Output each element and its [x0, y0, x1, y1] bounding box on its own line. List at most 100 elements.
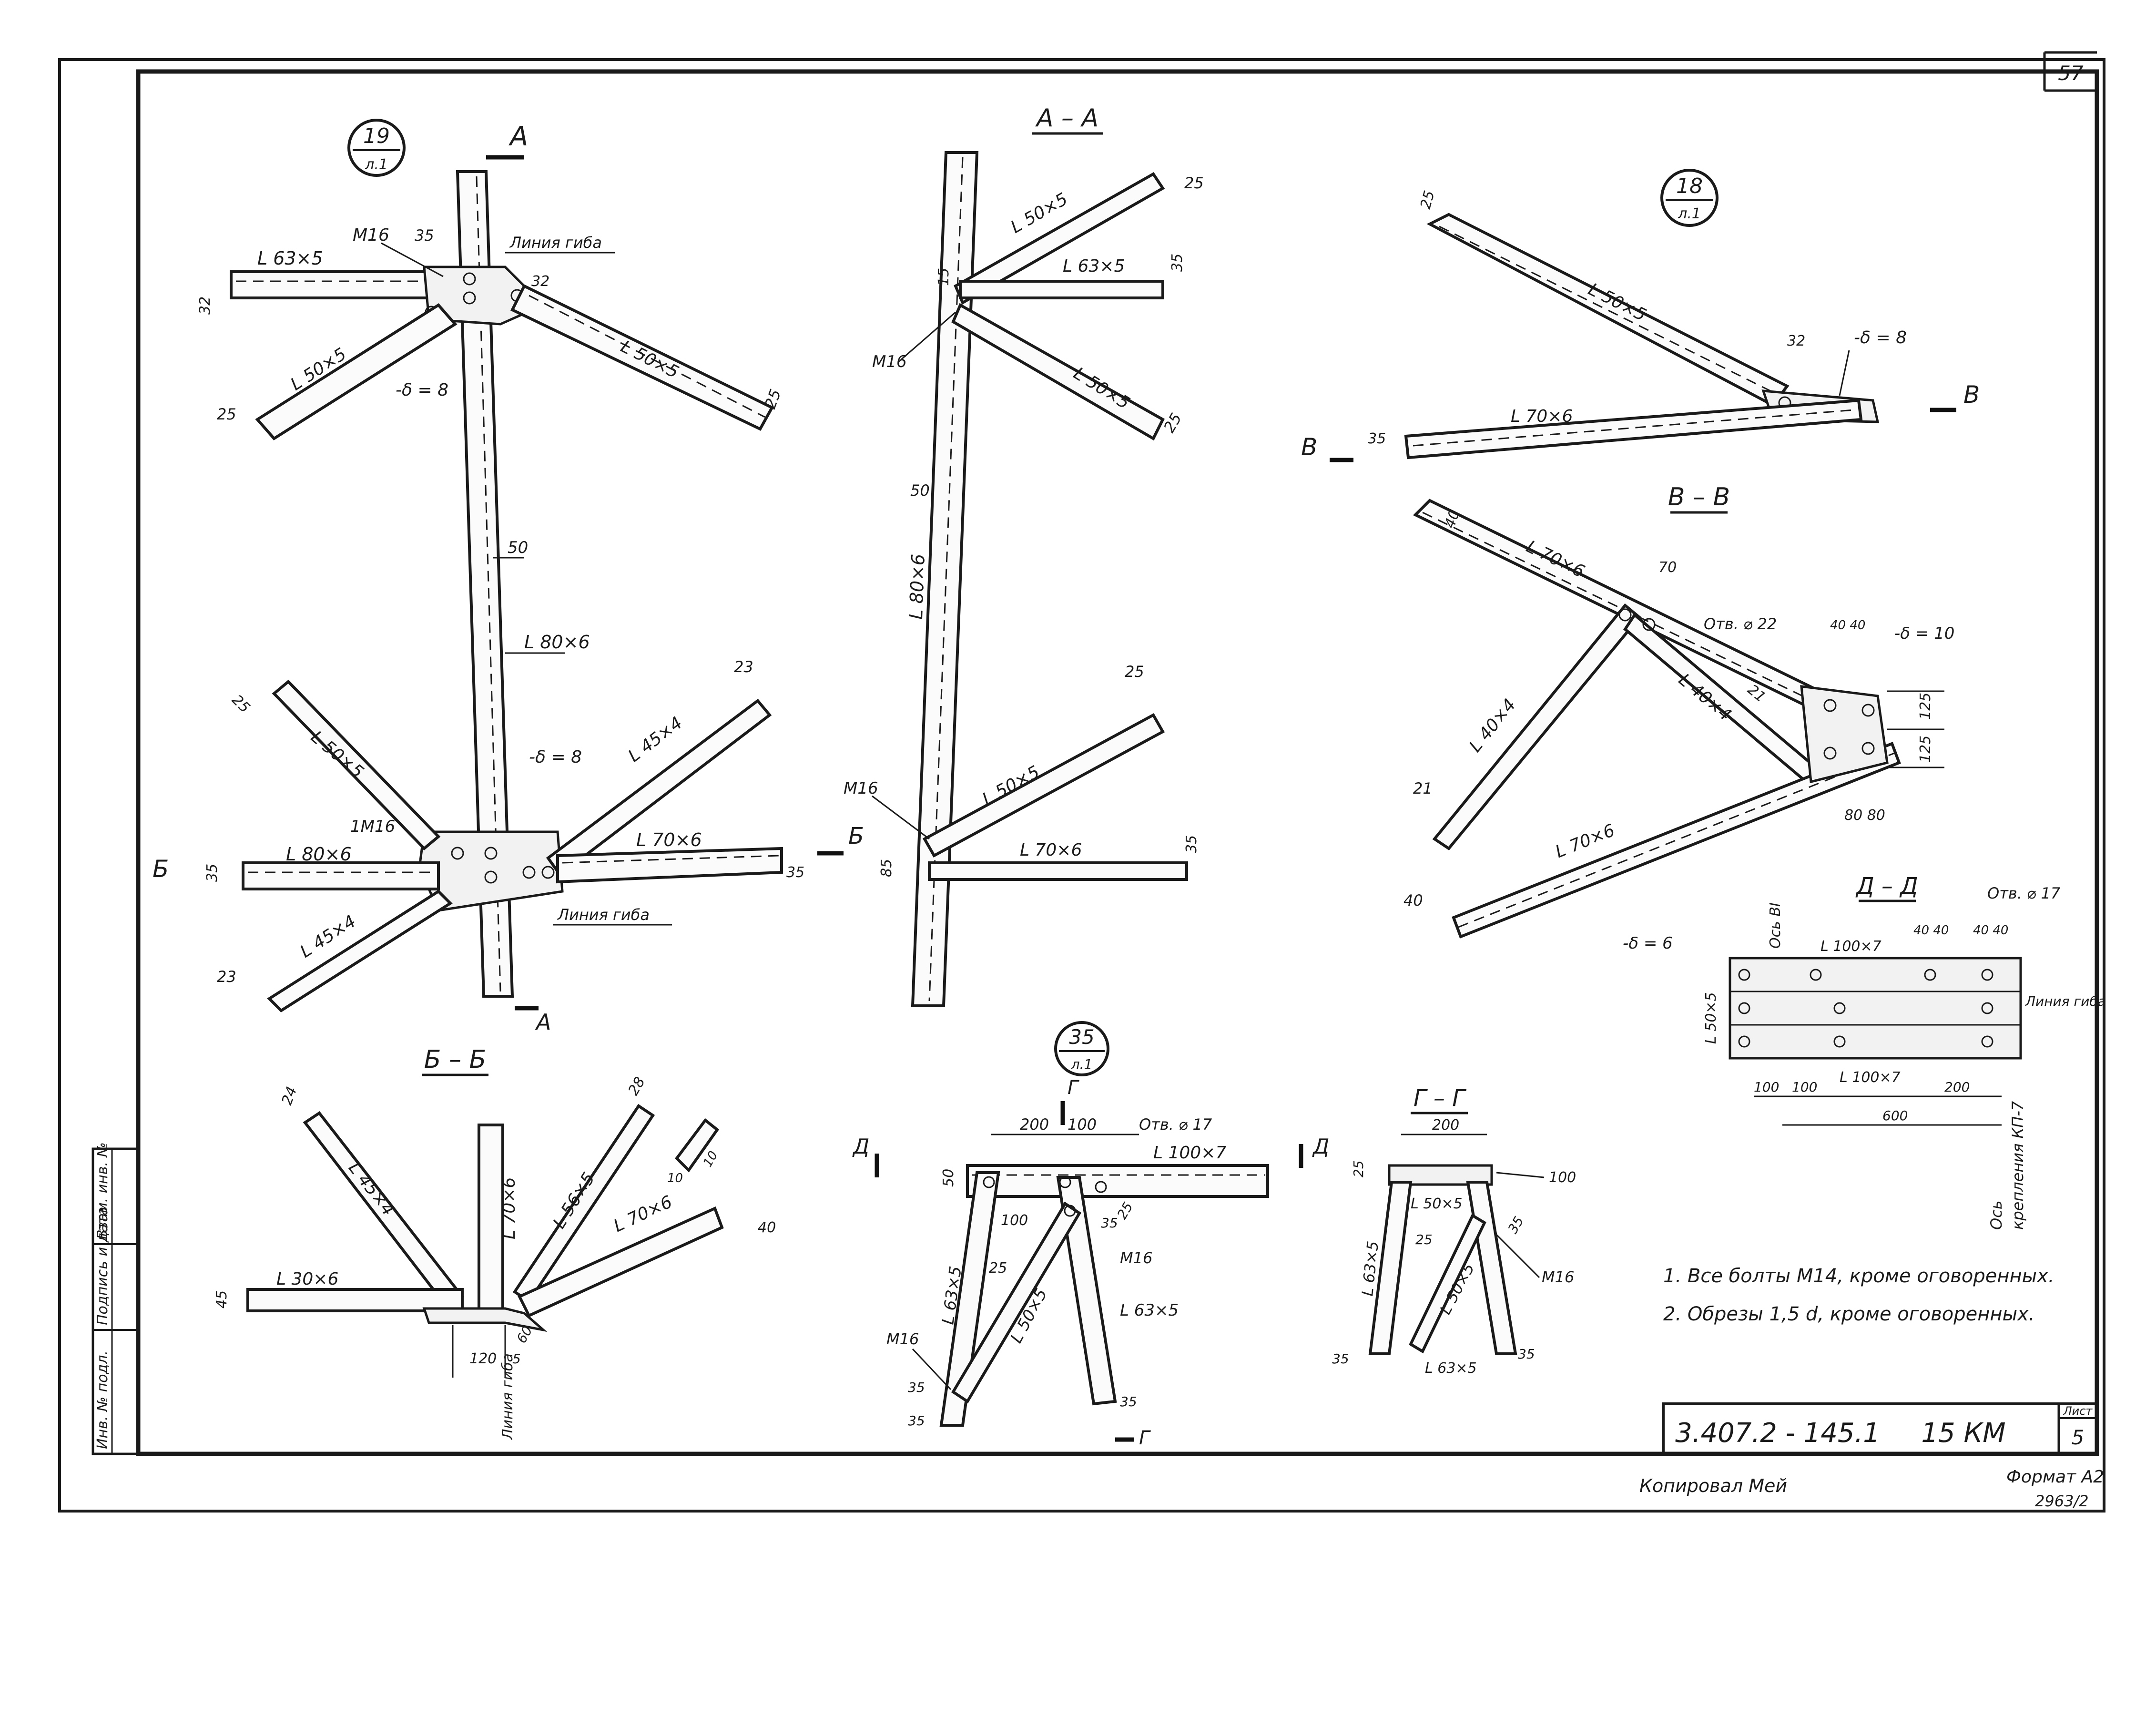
lbl-bb-5: 5 [512, 1351, 521, 1367]
gusset-plate-bb [422, 1307, 548, 1332]
node-35-ref: л.1 [1071, 1056, 1093, 1072]
node-19-top: 19 л.1 А L 63×5 32 М16 35 Линия гиба 32 … [197, 119, 784, 998]
lbl-vv-hole: Отв. ⌀ 22 [1704, 615, 1777, 633]
lbl-l80: L 80×6 [524, 632, 590, 653]
cut-g-bottom: Г [1139, 1427, 1151, 1449]
node-18-ref: л.1 [1678, 205, 1701, 222]
page-number: 57 [2058, 61, 2084, 85]
node-18: 18 л.1 L 50×5 25 32 -δ = 8 L 70×6 35 В В [1301, 169, 1980, 462]
cut-v-left: В [1301, 433, 1317, 461]
lbl-vv-125a: 125 [1917, 693, 1934, 720]
member-18-l70 [1404, 399, 1863, 460]
member-aa-l50-low [922, 713, 1165, 858]
section-d-d: Д – Д Отв. ⌀ 17 -δ = 6 Ось ВI L 100×7 40… [1623, 873, 2106, 1230]
lbl-vv-8080: 80 80 [1844, 807, 1885, 824]
member-35-l63-left [939, 1171, 1000, 1427]
archive-no: 2963/2 [2035, 1492, 2089, 1510]
cut-v-right: В [1963, 381, 1980, 409]
lbl-dd-l100a: L 100×7 [1820, 938, 1881, 955]
lbl-dd-100b: 100 [1792, 1079, 1817, 1095]
lbl-aa-m16b: М16 [844, 779, 878, 798]
stamp-signature: Подпись и дата [94, 1207, 111, 1326]
lbl-dd-axis: Ось ВI [1767, 902, 1784, 949]
lbl-32-right: 32 [531, 273, 549, 290]
cut-a-bottom: А [535, 1009, 551, 1035]
lbl-vv-4040: 40 40 [1830, 618, 1865, 633]
lbl-35-m16a: М16 [1120, 1249, 1152, 1267]
section-a-a: А – А L 80×6 50 L 50×5 25 L 63×5 35 15 L… [817, 104, 1204, 1007]
lbl-35-left: 35 [204, 864, 221, 882]
format: Формат А2 [2006, 1467, 2104, 1487]
lbl-bend-b: Линия гиба [557, 906, 650, 924]
cut-b-left: Б [153, 855, 169, 883]
lbl-aa-l80: L 80×6 [905, 553, 929, 620]
lbl-dd-bend: Линия гиба [2025, 993, 2106, 1009]
list-number: 5 [2072, 1426, 2085, 1449]
gg-top-plate [1388, 1164, 1493, 1186]
lbl-gg-100: 100 [1549, 1169, 1576, 1186]
member-35-l50 [951, 1201, 1082, 1404]
member-35-l63-right [1056, 1176, 1117, 1406]
lbl-aa-25a: 25 [1184, 174, 1204, 192]
section-v-v: В – В L 70×6 40 70 L 40×4 21 L 40×4 21 L… [1403, 483, 1954, 939]
lbl-bb-l70v: L 70×6 [499, 1177, 519, 1239]
member-aa-l50-mid [951, 303, 1165, 441]
lbl-25-left: 25 [217, 405, 236, 423]
stamp-inv-no: Инв. № подл. [94, 1350, 111, 1449]
lbl-dd-4040a: 40 40 [1913, 923, 1949, 938]
lbl-dd-plate: -δ = 6 [1623, 934, 1673, 953]
lbl-aa-50: 50 [910, 481, 930, 500]
node-18-marker [1660, 169, 1719, 227]
lbl-dd-axis2a: Ось [1987, 1200, 2005, 1230]
lbl-gg-25b: 25 [1415, 1232, 1433, 1247]
lbl-35-100b: 100 [1001, 1212, 1028, 1229]
node-35-number: 35 [1069, 1025, 1094, 1049]
cut-g-top: Г [1068, 1077, 1079, 1099]
section-b-b-title: Б – Б [424, 1045, 486, 1074]
lbl-bb-24: 24 [279, 1084, 301, 1107]
lbl-aa-35b: 35 [1183, 835, 1200, 853]
designation: 3.407.2 - 145.1 [1675, 1418, 1880, 1449]
list-label: Лист [2063, 1404, 2093, 1418]
lbl-aa-m16a: М16 [872, 352, 907, 371]
lbl-35-100: 100 [1068, 1115, 1097, 1134]
lbl-35-200: 200 [1020, 1115, 1049, 1134]
member-l80-horizontal [242, 861, 440, 890]
lbl-bb-28: 28 [625, 1074, 649, 1098]
copied-by: Копировал Мей [1639, 1475, 1787, 1496]
member-aa-l70 [928, 861, 1188, 881]
lbl-35-right: 35 [786, 864, 804, 881]
section-v-v-title: В – В [1668, 483, 1730, 511]
member-bb-l70 [517, 1206, 724, 1318]
lbl-dd-100a: 100 [1754, 1079, 1779, 1095]
member-vv-l40-left [1432, 603, 1642, 850]
cut-a-top: А [508, 121, 528, 152]
section-b-b: Б – Б L 70×6 L 45×4 24 L 30×6 45 L 56×5 … [214, 1045, 776, 1440]
lbl-plate-19b: -δ = 8 [529, 747, 582, 767]
lbl-32-left: 32 [197, 296, 214, 315]
node-18-number: 18 [1676, 174, 1703, 198]
node-19-number: 19 [363, 124, 390, 148]
lbl-dd-l100b: L 100×7 [1840, 1069, 1901, 1086]
lbl-bend: Линия гиба [509, 234, 602, 252]
lbl-gg-l63b: L 63×5 [1425, 1360, 1477, 1377]
section-g-g-title: Г – Г [1414, 1085, 1466, 1112]
lbl-l70: L 70×6 [636, 829, 702, 850]
notes: 1. Все болты М14, кроме оговоренных. 2. … [1663, 1265, 2054, 1325]
lbl-vv-21a: 21 [1413, 779, 1433, 797]
lbl-dd-200: 200 [1944, 1079, 1970, 1095]
lbl-aa-25b: 25 [1160, 410, 1185, 436]
lbl-1m16: 1М16 [350, 817, 395, 836]
node-19-ref: л.1 [365, 156, 388, 173]
lbl-bb-l30: L 30×6 [276, 1269, 338, 1289]
lbl-18-25: 25 [1417, 189, 1438, 211]
member-l80-vertical [456, 170, 514, 998]
lbl-bb-120: 120 [469, 1350, 497, 1367]
lbl-gg-200: 200 [1432, 1117, 1459, 1134]
lbl-18-l70: L 70×6 [1511, 407, 1573, 426]
lbl-23-ll: 23 [217, 968, 236, 986]
lbl-gg-25: 25 [1351, 1160, 1366, 1177]
lbl-35-m16b: М16 [886, 1330, 919, 1348]
stamp-replaced: Взам. инв. № [94, 1142, 111, 1239]
gusset-plate-vv [1800, 685, 1889, 784]
